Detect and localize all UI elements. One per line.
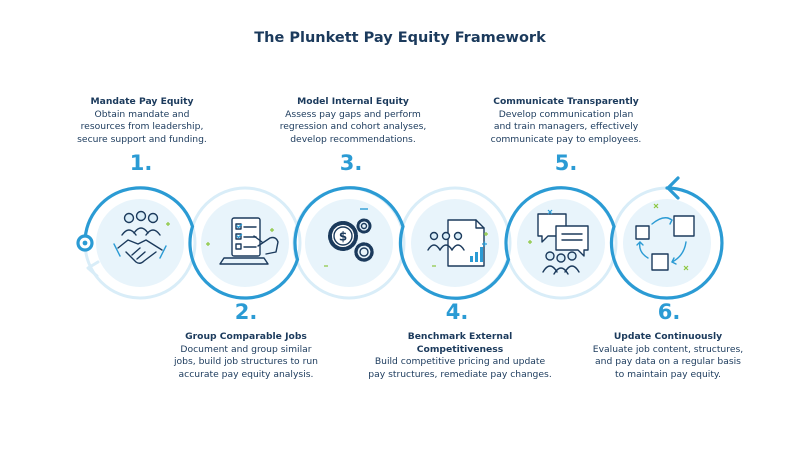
step-5-number: 5. bbox=[554, 151, 578, 175]
sparkle-icon bbox=[206, 228, 274, 246]
step-5-heading: Communicate Transparently bbox=[493, 96, 639, 107]
step-4-line-1: Build competitive pricing and update bbox=[374, 356, 546, 367]
svg-text:$: $ bbox=[339, 230, 347, 244]
sparkle-icon bbox=[528, 240, 532, 244]
sparkle-icon bbox=[432, 232, 488, 267]
loop-arrow-icon bbox=[666, 176, 680, 200]
step-2-line-2: jobs, build job structures to run bbox=[173, 356, 319, 367]
step-5-text: Communicate Transparently Develop commun… bbox=[466, 96, 666, 146]
step-6-line-2: and pay data on a regular basis bbox=[595, 356, 741, 367]
circle-bg-6 bbox=[623, 199, 711, 287]
step-6-text: Update Continuously Evaluate job content… bbox=[568, 331, 768, 381]
step-3-line-1: Assess pay gaps and perform bbox=[285, 108, 421, 120]
cycle-squares-icon bbox=[635, 215, 695, 271]
gears-dollar-icon: $ bbox=[328, 218, 374, 262]
step-2-text: Group Comparable Jobs Document and group… bbox=[146, 331, 346, 381]
step-4-line-2: pay structures, remediate pay changes. bbox=[368, 368, 552, 380]
sparkle-icon bbox=[166, 222, 170, 226]
step-4-text: Benchmark External Competitiveness Build… bbox=[355, 331, 565, 381]
checklist-laptop-icon bbox=[219, 217, 279, 265]
step-4-number: 4. bbox=[445, 300, 469, 324]
step-6-line-3: to maintain pay equity. bbox=[615, 368, 721, 380]
start-marker bbox=[76, 234, 94, 252]
sparkle-icon bbox=[653, 203, 689, 271]
dash-icon bbox=[482, 241, 487, 247]
step-1-line-3: secure support and funding. bbox=[77, 133, 207, 145]
step-5-line-2: and train managers, effectively bbox=[493, 121, 639, 132]
step-3-line-2: regression and cohort analyses, bbox=[279, 121, 427, 132]
page-title: The Plunkett Pay Equity Framework bbox=[254, 30, 546, 46]
step-5-line-1: Develop communication plan bbox=[498, 108, 634, 120]
step-2-heading: Group Comparable Jobs bbox=[185, 331, 307, 342]
dash-icon bbox=[547, 209, 553, 215]
step-1-heading: Mandate Pay Equity bbox=[90, 96, 194, 107]
serpentine-path bbox=[83, 186, 724, 300]
step-1-number: 1. bbox=[129, 151, 153, 175]
step-6-line-1: Evaluate job content, structures, bbox=[592, 343, 744, 355]
step-4-heading-line-2: Competitiveness bbox=[416, 343, 504, 355]
step-3-number: 3. bbox=[339, 151, 363, 175]
step-6-heading: Update Continuously bbox=[613, 331, 723, 342]
step-3-line-3: develop recommendations. bbox=[290, 133, 416, 145]
handshake-team-icon bbox=[113, 210, 167, 264]
pale-arrow-icon bbox=[86, 260, 100, 278]
step-3-heading: Model Internal Equity bbox=[297, 96, 409, 107]
step-2-number: 2. bbox=[234, 300, 258, 324]
step-1-line-1: Obtain mandate and bbox=[94, 108, 190, 120]
step-4-heading: Benchmark External bbox=[407, 331, 513, 342]
document-chart-people-icon bbox=[427, 219, 485, 267]
step-2-line-1: Document and group similar bbox=[180, 343, 312, 355]
step-1-line-2: resources from leadership, bbox=[80, 121, 204, 132]
step-6-number: 6. bbox=[657, 300, 681, 324]
speech-bubbles-people-icon bbox=[537, 213, 589, 275]
step-2-line-3: accurate pay equity analysis. bbox=[178, 368, 314, 380]
step-1-text: Mandate Pay Equity Obtain mandate and re… bbox=[42, 96, 242, 146]
step-5-line-3: communicate pay to employees. bbox=[490, 133, 642, 145]
step-3-text: Model Internal Equity Assess pay gaps an… bbox=[253, 96, 453, 146]
